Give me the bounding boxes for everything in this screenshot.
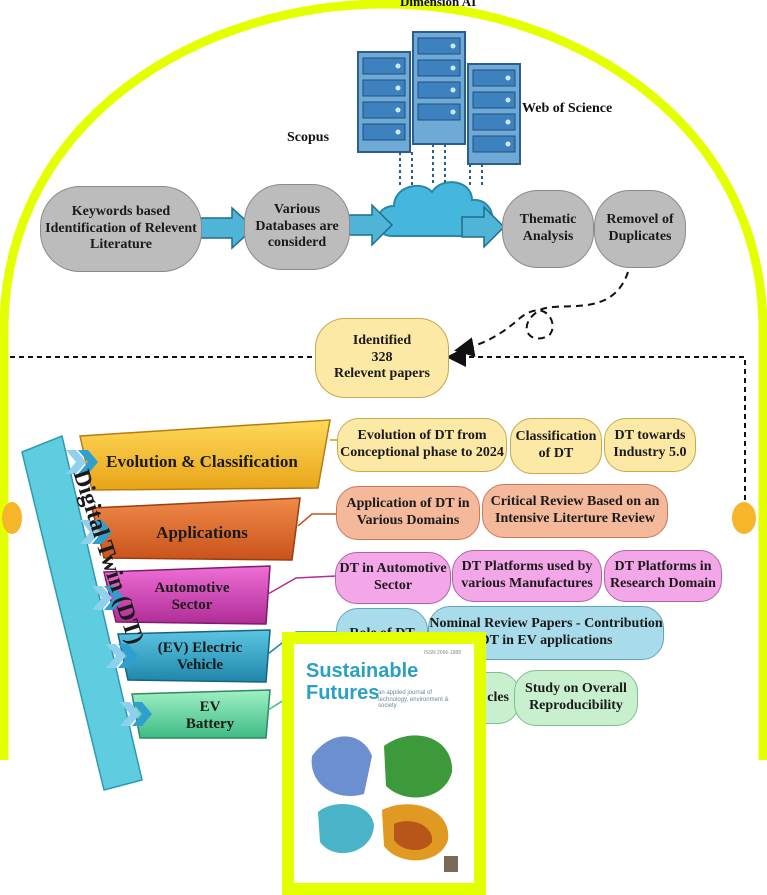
item-automotive-1: DT in Automotive Sector xyxy=(335,552,451,604)
server-slot xyxy=(472,135,516,153)
server-slot xyxy=(472,91,516,109)
server-slot xyxy=(362,123,406,141)
server-led xyxy=(395,107,401,113)
server-led xyxy=(450,65,456,71)
item-ev-2: Nominal Review Papers - Contribution DT … xyxy=(428,606,664,660)
item-evolution-3: DT towards Industry 5.0 xyxy=(604,418,696,472)
journal-cover: ISSN 2666-1888 Sustainable Futures an ap… xyxy=(282,632,486,895)
duplicates-node: Removel of Duplicates xyxy=(594,190,686,268)
keywords-node: Keywords based Identification of Releven… xyxy=(40,186,202,272)
server-slot xyxy=(417,37,461,55)
server-slot xyxy=(362,57,406,75)
band-label-ev: (EV) Electric Vehicle xyxy=(157,640,243,673)
item-automotive-2: DT Platforms used by various Manufacture… xyxy=(452,550,602,602)
chevron-icon xyxy=(66,450,86,474)
server-led xyxy=(505,119,511,125)
journal-issn: ISSN 2666-1888 xyxy=(424,650,461,656)
band-label-automotive: Automotive Sector xyxy=(154,580,230,613)
server-led xyxy=(505,141,511,147)
server-led xyxy=(395,85,401,91)
band-label-applications: Applications xyxy=(156,523,248,543)
db-connectors xyxy=(399,144,483,185)
loop-connector xyxy=(454,271,629,357)
journal-subtitle: an applied journal of technology, enviro… xyxy=(378,690,449,710)
server-slot xyxy=(417,103,461,121)
band-label-evolution: Evolution & Classification xyxy=(106,452,298,472)
chevron-icon xyxy=(66,450,152,726)
identified-node: Identified 328 Relevent papers xyxy=(315,318,449,398)
chevron-icon xyxy=(104,586,124,610)
left-edge-dot xyxy=(2,502,22,534)
item-applications-1: Application of DT in Various Domains xyxy=(336,486,480,540)
flow-arrows xyxy=(199,203,506,250)
journal-title-line1: Sustainable xyxy=(306,660,419,682)
chevron-icon xyxy=(78,450,98,474)
server-led xyxy=(395,129,401,135)
server-led xyxy=(505,75,511,81)
chevron-icon xyxy=(120,702,140,726)
server-slot xyxy=(472,113,516,131)
item-applications-2: Critical Review Based on an Intensive Li… xyxy=(482,484,668,538)
thematic-node: Thematic Analysis xyxy=(502,190,594,268)
item-evolution-2: Classification of DT xyxy=(510,418,602,474)
server-slot xyxy=(417,59,461,77)
band-label-battery: EV Battery xyxy=(185,699,235,732)
chevron-icon xyxy=(80,520,100,544)
vertical-title-bar xyxy=(21,434,143,791)
server-slot xyxy=(362,79,406,97)
return-line xyxy=(446,347,746,500)
journal-title-line2: Futures xyxy=(306,682,380,704)
chevron-icon xyxy=(92,520,112,544)
item-automotive-3: DT Platforms in Research Domain xyxy=(604,550,722,602)
server-led xyxy=(450,109,456,115)
journal-cover-page: ISSN 2666-1888 Sustainable Futures an ap… xyxy=(294,644,474,883)
cover-artwork xyxy=(311,735,458,872)
frame-border xyxy=(0,0,767,760)
server-led xyxy=(395,63,401,69)
item-evolution-1: Evolution of DT from Conceptional phase … xyxy=(337,418,507,472)
item-battery-2: Study on Overall Reproducibility xyxy=(514,670,638,726)
chevron-icon xyxy=(132,702,152,726)
chevron-icon xyxy=(118,644,138,668)
server-led xyxy=(505,97,511,103)
web-of-science-label: Web of Science xyxy=(522,101,613,116)
server-led xyxy=(450,43,456,49)
server-led xyxy=(450,87,456,93)
databases-node: Various Databases are considerd xyxy=(244,184,350,270)
right-edge-dot xyxy=(732,502,756,534)
chevron-icon xyxy=(92,586,112,610)
top-partial-label: Dimension AI xyxy=(400,0,477,9)
server-slot xyxy=(417,81,461,99)
chevron-icon xyxy=(106,644,126,668)
server-slot xyxy=(362,101,406,119)
server-slot xyxy=(472,69,516,87)
scopus-label: Scopus xyxy=(287,130,330,145)
